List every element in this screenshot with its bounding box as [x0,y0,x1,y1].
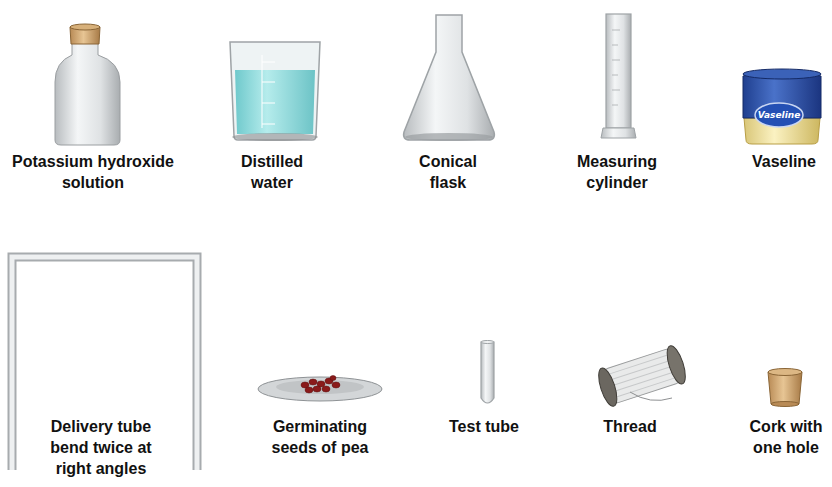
apparatus-label: Conical flask [403,151,493,193]
apparatus-label: Measuring cylinder [567,151,667,193]
apparatus-label: Vaseline [739,151,829,172]
apparatus-label: Cork with one hole [744,416,828,458]
apparatus-label: Delivery tube bend twice at right angles [36,416,166,479]
apparatus-label: Distilled water [227,151,317,193]
apparatus-label: Thread [580,416,680,437]
apparatus-label: Germinating seeds of pea [265,416,375,458]
apparatus-label: Test tube [434,416,534,437]
apparatus-label: Potassium hydroxide solution [3,151,183,193]
jar-label: Vaseline [757,110,801,121]
